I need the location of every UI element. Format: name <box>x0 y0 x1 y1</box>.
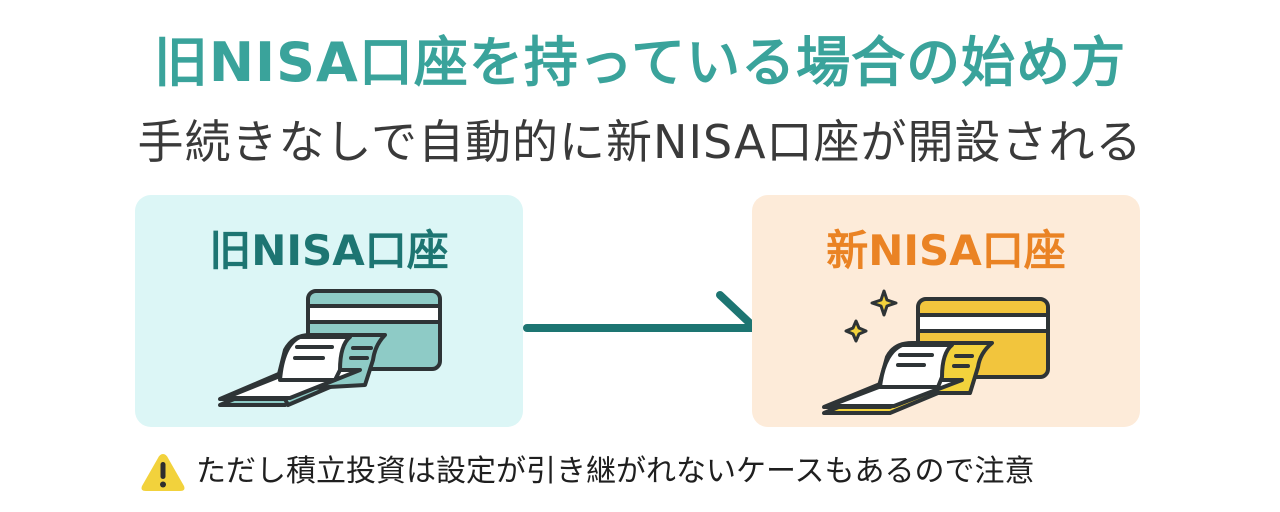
page-subtitle: 手続きなしで自動的に新NISA口座が開設される <box>137 115 1143 169</box>
card-and-passbook-icon <box>218 289 442 407</box>
new-nisa-label: 新NISA口座 <box>826 226 1066 275</box>
caution-text: ただし積立投資は設定が引き継がれないケースもあるので注意 <box>196 454 1035 489</box>
card-and-passbook-sparkle-icon <box>822 289 1050 415</box>
arrow-right-icon <box>523 291 759 332</box>
new-nisa-panel: 新NISA口座 <box>752 195 1140 427</box>
old-nisa-label: 旧NISA口座 <box>209 226 449 275</box>
caution-note: ただし積立投資は設定が引き継がれないケースもあるので注意 <box>140 449 1035 495</box>
warning-icon <box>141 454 185 491</box>
old-nisa-panel: 旧NISA口座 <box>135 195 523 427</box>
page-title: 旧NISA口座を持っている場合の始め方 <box>153 31 1127 94</box>
